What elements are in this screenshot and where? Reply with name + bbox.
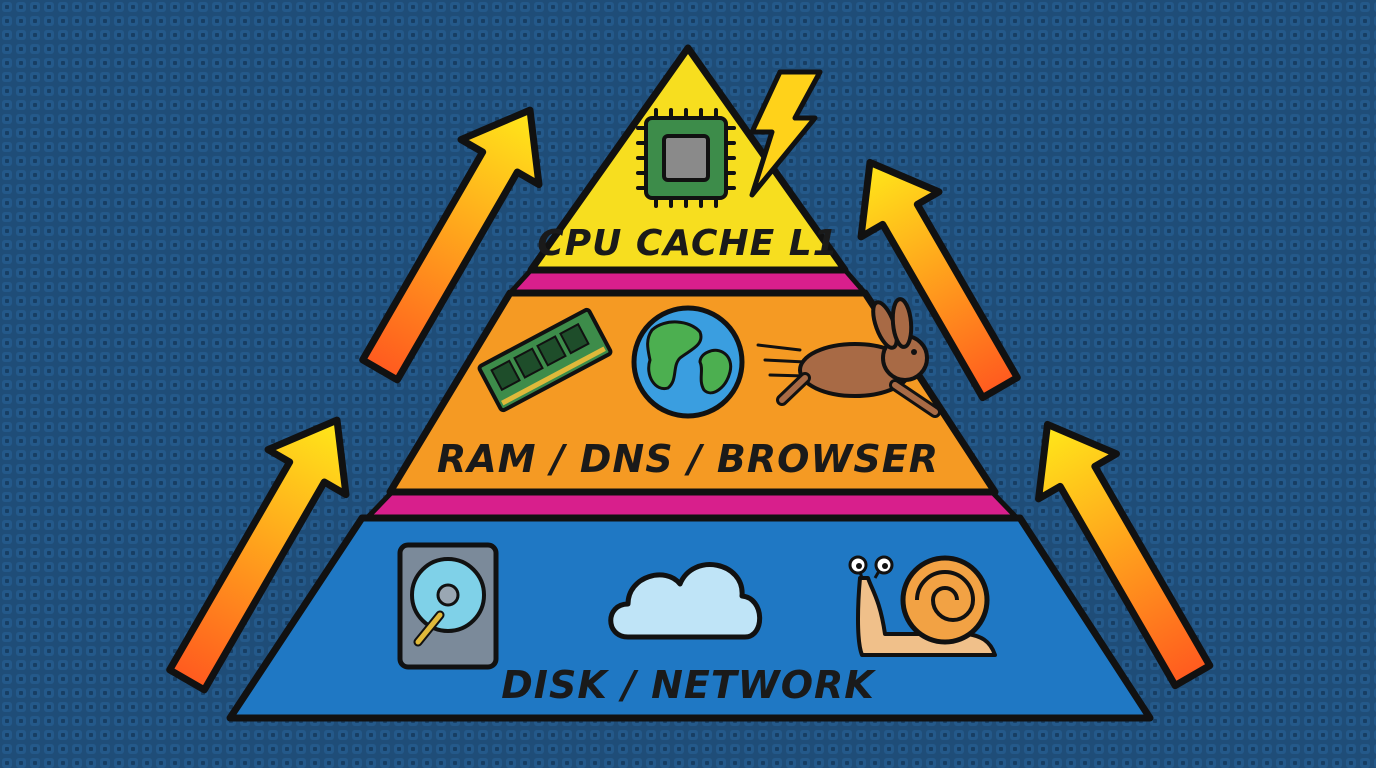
arrow-right-lower-icon	[1035, 420, 1214, 690]
tier-middle-label: RAM / DNS / BROWSER	[437, 437, 939, 481]
arrow-left-lower-icon	[166, 416, 350, 694]
arrow-left-upper-icon	[359, 106, 543, 384]
running-rabbit-icon	[756, 297, 941, 418]
snail-icon	[848, 555, 997, 657]
cloud-icon	[608, 562, 763, 640]
tier-bottom-label: DISK / NETWORK	[501, 663, 876, 707]
lightning-bolt-icon	[749, 69, 823, 198]
ram-stick-icon	[477, 307, 613, 413]
globe-icon	[631, 305, 745, 419]
arrow-right-upper-icon	[857, 158, 1021, 402]
cpu-chip-icon	[636, 108, 736, 208]
hard-disk-icon	[397, 542, 499, 670]
tier-top-label: CPU CACHE L1	[537, 223, 838, 264]
separator-middle	[364, 489, 1020, 521]
